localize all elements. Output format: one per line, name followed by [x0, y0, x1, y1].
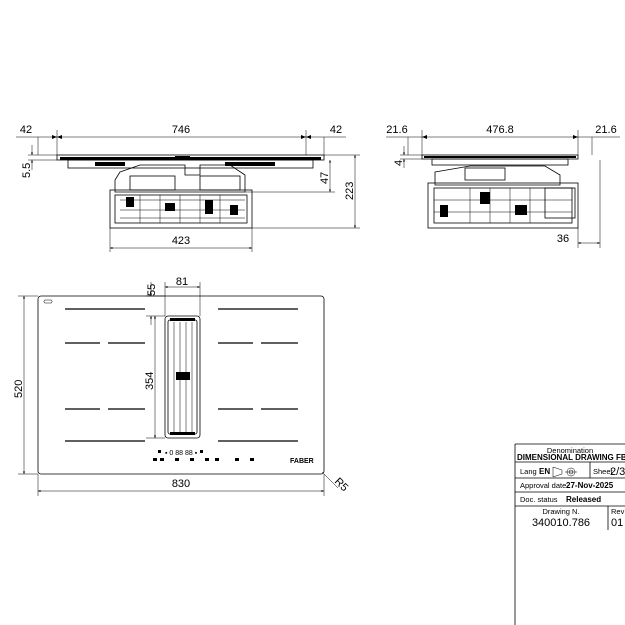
front-dim-total-height: 223 [344, 182, 356, 200]
front-dim-overhang-right: 42 [330, 124, 342, 136]
front-dim-glass: 5.5 [21, 163, 33, 178]
lang-value: EN [539, 467, 550, 476]
touch-control-panel: ▪ 0 88 88 ▪ [153, 450, 254, 461]
front-motor-housing [109, 164, 253, 229]
front-dim-motor-width: 423 [172, 235, 190, 247]
lang-label: Lang [520, 467, 537, 476]
drawing-value: 340010.786 [532, 517, 590, 529]
front-view: 42 746 42 [16, 124, 360, 252]
top-dim-radius: R5 [332, 476, 350, 494]
cooking-zone-marks [65, 308, 298, 442]
side-dim-overhang-right: 21.6 [595, 124, 616, 136]
projection-symbol-icon [552, 466, 577, 478]
top-dim-vent-width: 81 [176, 276, 188, 288]
approval-value: 27-Nov-2025 [566, 481, 614, 490]
front-dim-overhang-left: 42 [20, 124, 32, 136]
front-base-plate [67, 159, 314, 169]
front-dim-depth-small: 47 [319, 172, 331, 184]
side-motor-housing [427, 165, 579, 229]
top-dim-vent-offset: 55 [146, 284, 158, 296]
top-view: ▪ 0 88 88 ▪ FABER 81 55 354 52 [13, 276, 350, 496]
sheet-value: 2/3 [610, 466, 625, 478]
title-block: Denomination DIMENSIONAL DRAWING FB 84 N… [514, 443, 625, 625]
approval-label: Approval date [520, 481, 566, 490]
central-vent [164, 315, 201, 439]
denomination-label: Denomination [547, 446, 593, 455]
sheet-label: Sheet [593, 467, 614, 476]
svg-text:▪ 0 88 88 ▪: ▪ 0 88 88 ▪ [165, 450, 198, 457]
drawing-label: Drawing N. [542, 507, 579, 516]
status-label: Doc. status [520, 495, 558, 504]
side-view: 21.6 476.8 21.6 4 36 [386, 124, 620, 248]
top-dim-depth: 520 [13, 380, 25, 398]
denomination-value: DIMENSIONAL DRAWING FB 84 NSENSE 83 [517, 453, 625, 462]
rev-label: Rev [611, 507, 625, 516]
brand-logo: FABER [290, 458, 314, 465]
top-dim-width: 830 [172, 478, 190, 490]
hob-outline [37, 295, 325, 475]
rev-value: 01 [611, 517, 623, 529]
side-dim-motor-offset: 36 [557, 233, 569, 245]
side-dim-overhang-left: 21.6 [386, 124, 407, 136]
side-dim-width: 476.8 [486, 124, 514, 136]
top-dim-vent-length: 354 [144, 372, 156, 390]
side-dim-glass: 4 [393, 160, 405, 166]
status-value: Released [566, 495, 601, 504]
front-dim-width: 746 [172, 124, 190, 136]
